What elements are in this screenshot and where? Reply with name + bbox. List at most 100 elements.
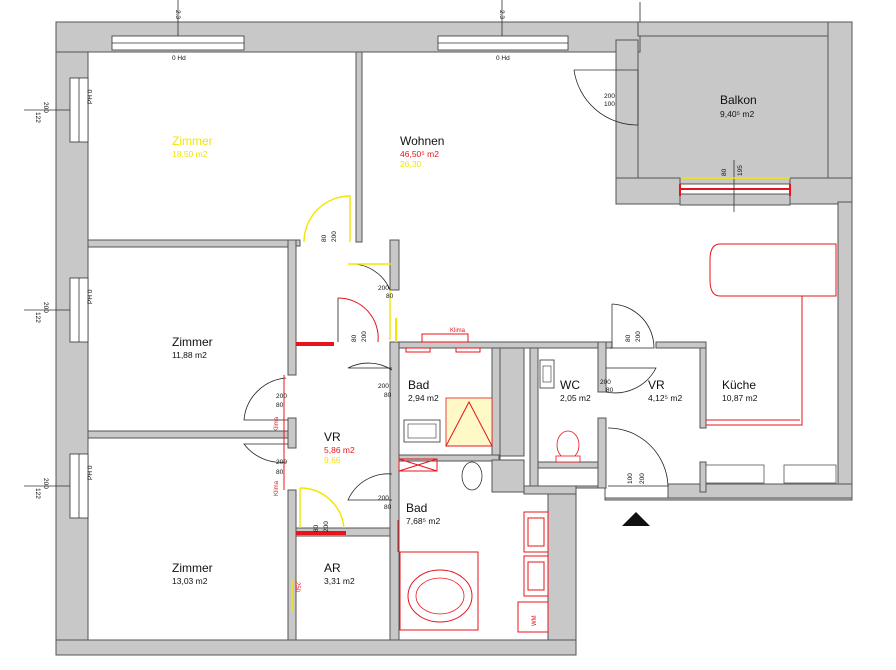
wm-label: WM [532, 615, 538, 626]
wall-vr-west-mid [287, 417, 297, 449]
wall-vr1-top-r [655, 341, 707, 349]
kitchen-counter-1 [705, 464, 765, 484]
wall-vr1-kueche [699, 347, 707, 429]
wall-wc-south [537, 461, 599, 469]
south-east-wall-bad [547, 485, 577, 656]
outer-walls [55, 2, 853, 656]
balkon-south-wall-right [789, 177, 853, 205]
balkon-door-100: 100 [604, 101, 615, 108]
east-wall [837, 201, 853, 499]
wall-vr-east [389, 341, 400, 641]
windows [24, 0, 569, 519]
room-area-vr2: 5,86 m2 [324, 445, 355, 455]
room-name-bad1: Bad [408, 378, 429, 392]
balkon-south-wall-left [615, 177, 681, 205]
room-name-balkon: Balkon [720, 93, 757, 107]
wall-zimmer1-wohnen [355, 51, 363, 243]
wall-bad2-top [523, 485, 577, 495]
top-mark-left: 2.3 [174, 10, 181, 19]
door-200-j: 200 [600, 379, 611, 386]
wall-vr1-top [605, 341, 613, 349]
window-w-3: 200 [42, 478, 49, 489]
door-100-k: 100 [627, 473, 634, 484]
wall-bad1-top [398, 341, 610, 349]
door-80-d: 80 [384, 392, 392, 399]
door-250: 250 [294, 582, 300, 593]
balkon-swing-door [573, 69, 639, 126]
room-name-wohnen: Wohnen [400, 134, 444, 148]
window-w-2: 200 [42, 302, 49, 313]
wall-wc-west [529, 347, 539, 489]
room-area-bad1: 2,94 m2 [408, 393, 439, 403]
room-area-zimmer1: 18,50 m2 [172, 149, 208, 159]
north-wall-balkon [637, 21, 853, 37]
balkon-door-200: 200 [604, 93, 615, 100]
wc-fixtures [539, 359, 581, 463]
wall-wc-vr-b [597, 417, 607, 489]
dimension-labels: 0 Hd 0 Hd 2.3 2.3 200 122 200 122 200 12… [34, 10, 744, 626]
door-200-k: 200 [639, 473, 646, 484]
east-wall-balkon [827, 21, 853, 203]
doors [243, 195, 669, 612]
window-label-top-left: 0 Hd [172, 55, 186, 62]
room-name-wc: WC [560, 378, 580, 392]
room-name-zimmer2: Zimmer [172, 335, 213, 349]
kitchen-fixtures [706, 243, 837, 426]
door-80-g: 80 [384, 504, 392, 511]
room-sub-wohnen: 26,30 [400, 159, 422, 169]
room-name-bad2: Bad [406, 501, 427, 515]
door-80-e: 80 [276, 402, 284, 409]
room-name-vr1: VR [648, 378, 665, 392]
room-sub-vr2: 9,66 [324, 455, 341, 465]
room-area-balkon: 9,40⁵ m2 [720, 109, 755, 119]
door-80-h: 80 [313, 524, 320, 532]
ph-label-2: PH 0 [87, 289, 94, 304]
door-80-a: 80 [321, 234, 328, 242]
room-area-vr1: 4,12⁵ m2 [648, 393, 683, 403]
klima-3: Klima [450, 328, 466, 334]
wall-zimmer2-zimmer3 [87, 430, 291, 439]
door-80-f: 80 [276, 469, 284, 476]
door-200-b: 200 [378, 285, 389, 292]
door-200-d: 200 [378, 383, 389, 390]
balkon-door-195: 195 [737, 165, 744, 176]
ph-label-3: PH 0 [87, 465, 94, 480]
room-name-ar: AR [324, 561, 341, 575]
room-name-zimmer3: Zimmer [172, 561, 213, 575]
klima-2: Klima [274, 480, 280, 496]
room-name-kueche: Küche [722, 378, 756, 392]
room-area-zimmer2: 11,88 m2 [172, 350, 207, 360]
room-area-kueche: 10,87 m2 [722, 393, 758, 403]
south-wall [55, 639, 577, 656]
door-80-j: 80 [606, 387, 614, 394]
door-80-i: 80 [625, 334, 632, 342]
klima-1: Klima [274, 416, 280, 432]
kitchen-counter-2 [783, 464, 837, 484]
wall-wc-left [499, 347, 525, 457]
wall-vr-west-top [287, 239, 297, 376]
window-w-2b: 122 [34, 312, 41, 323]
door-200-c: 200 [361, 331, 368, 342]
room-area-wohnen: 46,50⁵ m2 [400, 149, 439, 159]
ph-label-1: PH 0 [87, 89, 94, 104]
room-area-wc: 2,05 m2 [560, 393, 591, 403]
room-labels: Zimmer 18,50 m2 Wohnen 46,50⁵ m2 26,30 B… [172, 93, 758, 586]
top-mark-right: 2.3 [498, 10, 505, 19]
door-200-h: 200 [323, 521, 330, 532]
bad2-fixtures [397, 511, 549, 633]
door-200-i: 200 [635, 331, 642, 342]
door-80-b: 80 [386, 293, 394, 300]
inner-walls [87, 51, 837, 641]
room-area-zimmer3: 13,03 m2 [172, 576, 208, 586]
door-200-g: 200 [378, 495, 389, 502]
wall-wohnen-vr [389, 239, 400, 291]
wall-bad1-bad2 [398, 454, 500, 462]
entrance-marker [622, 512, 650, 526]
wall-zimmer1-zimmer2 [87, 239, 291, 248]
room-area-bad2: 7,68⁵ m2 [406, 516, 441, 526]
bad1-fixtures [398, 333, 493, 491]
window-label-top-right: 0 Hd [496, 55, 510, 62]
wall-vr1-kueche-b [699, 461, 707, 493]
balkon-door-80: 80 [721, 168, 728, 176]
wall-vr-west-bottom [287, 489, 297, 641]
